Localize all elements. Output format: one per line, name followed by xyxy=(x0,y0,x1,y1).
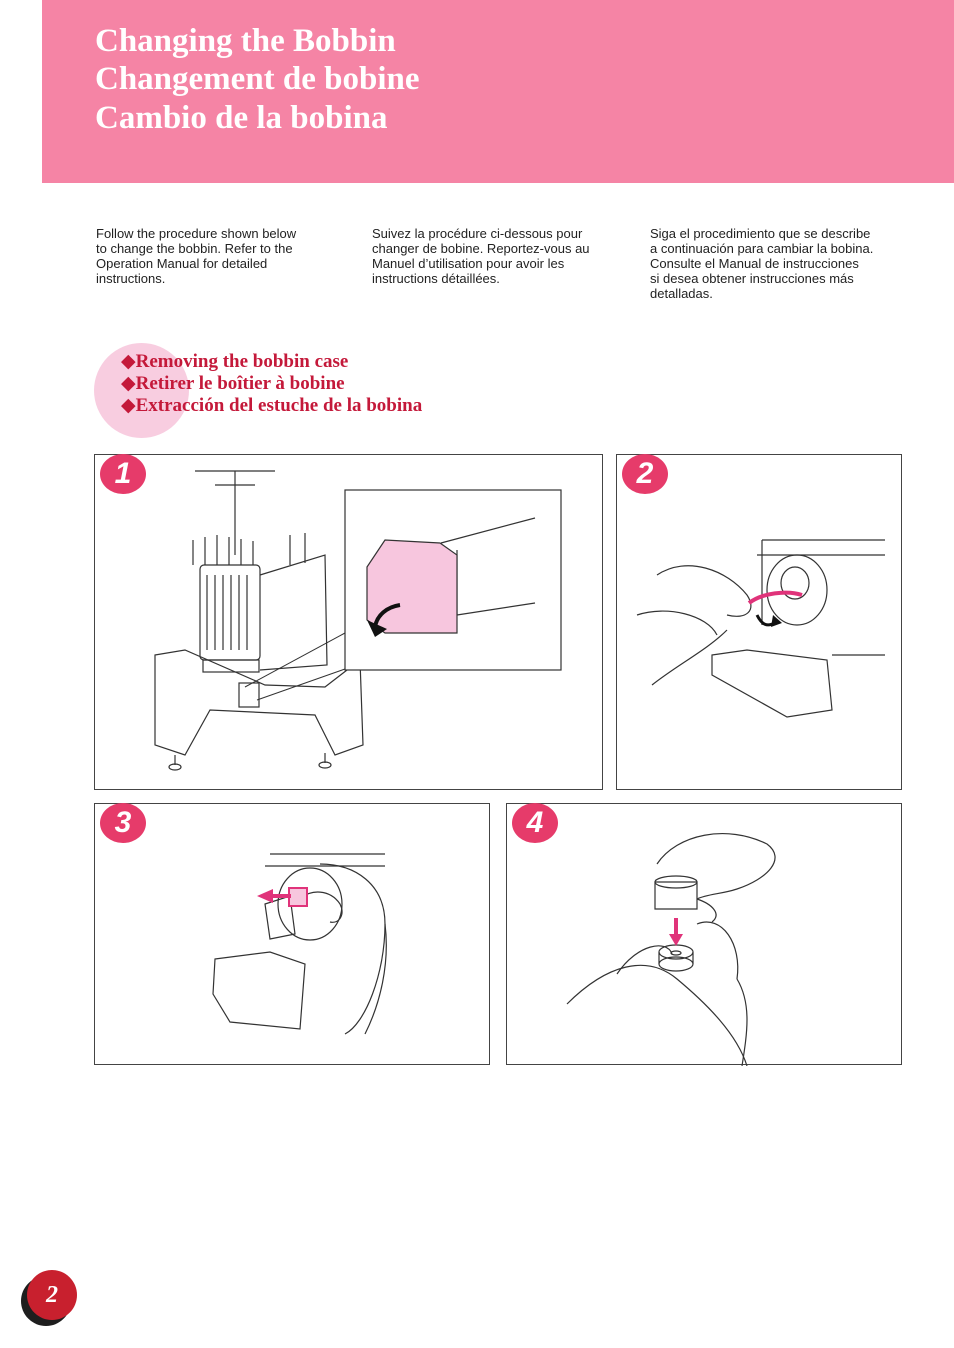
intro-line: a continuación para cambiar la bobina. xyxy=(650,241,874,256)
section-marker-circle xyxy=(94,343,189,438)
section-heading-spanish: ◆Extracción del estuche de la bobina xyxy=(121,395,423,416)
intro-line: Consulte el Manual de instrucciones xyxy=(650,256,859,271)
intro-french: Suivez la procédure ci-dessous pour chan… xyxy=(372,226,628,286)
section-heading-english: ◆Removing the bobbin case xyxy=(121,351,349,372)
intro-english: Follow the procedure shown below to chan… xyxy=(96,226,352,286)
intro-line: si desea obtener instrucciones más xyxy=(650,271,854,286)
intro-line: Siga el procedimiento que se describe xyxy=(650,226,871,241)
step-panel-1: 1 xyxy=(94,454,603,790)
step-badge-1: 1 xyxy=(100,454,146,494)
section-heading: ◆Removing the bobbin case ◆Retirer le bo… xyxy=(121,351,422,417)
header-band xyxy=(42,0,954,183)
intro-spanish: Siga el procedimiento que se describe a … xyxy=(650,226,906,301)
insert-bobbin-illustration xyxy=(566,833,776,1066)
intro-line: instructions. xyxy=(96,271,166,286)
page-number: 2 xyxy=(27,1270,77,1320)
step-panel-4: 4 xyxy=(506,803,902,1066)
intro-line: Manuel d’utilisation pour avoir les xyxy=(372,256,565,271)
step-badge-4: 4 xyxy=(512,803,558,843)
page-title-spanish: Cambio de la bobina xyxy=(95,100,388,136)
intro-line: Operation Manual for detailed xyxy=(96,256,268,271)
step-badge-3: 3 xyxy=(100,803,146,843)
step-badge-2: 2 xyxy=(622,454,668,494)
embroidery-machine-illustration xyxy=(154,470,562,771)
intro-line: changer de bobine. Reportez-vous au xyxy=(372,241,590,256)
intro-line: Suivez la procédure ci-dessous pour xyxy=(372,226,583,241)
intro-line: instructions détaillées. xyxy=(372,271,500,286)
intro-line: detalladas. xyxy=(650,286,713,301)
intro-line: to change the bobbin. Refer to the xyxy=(96,241,293,256)
page-title-french: Changement de bobine xyxy=(95,61,420,97)
page-title-english: Changing the Bobbin xyxy=(95,23,396,59)
step-panel-3: 3 xyxy=(94,803,490,1065)
bobbin-latch-illustration xyxy=(636,539,885,718)
section-heading-french: ◆Retirer le boîtier à bobine xyxy=(121,373,345,394)
step-panel-2: 2 xyxy=(616,454,902,790)
intro-line: Follow the procedure shown below xyxy=(96,226,297,241)
pull-bobbin-case-illustration xyxy=(212,853,387,1035)
